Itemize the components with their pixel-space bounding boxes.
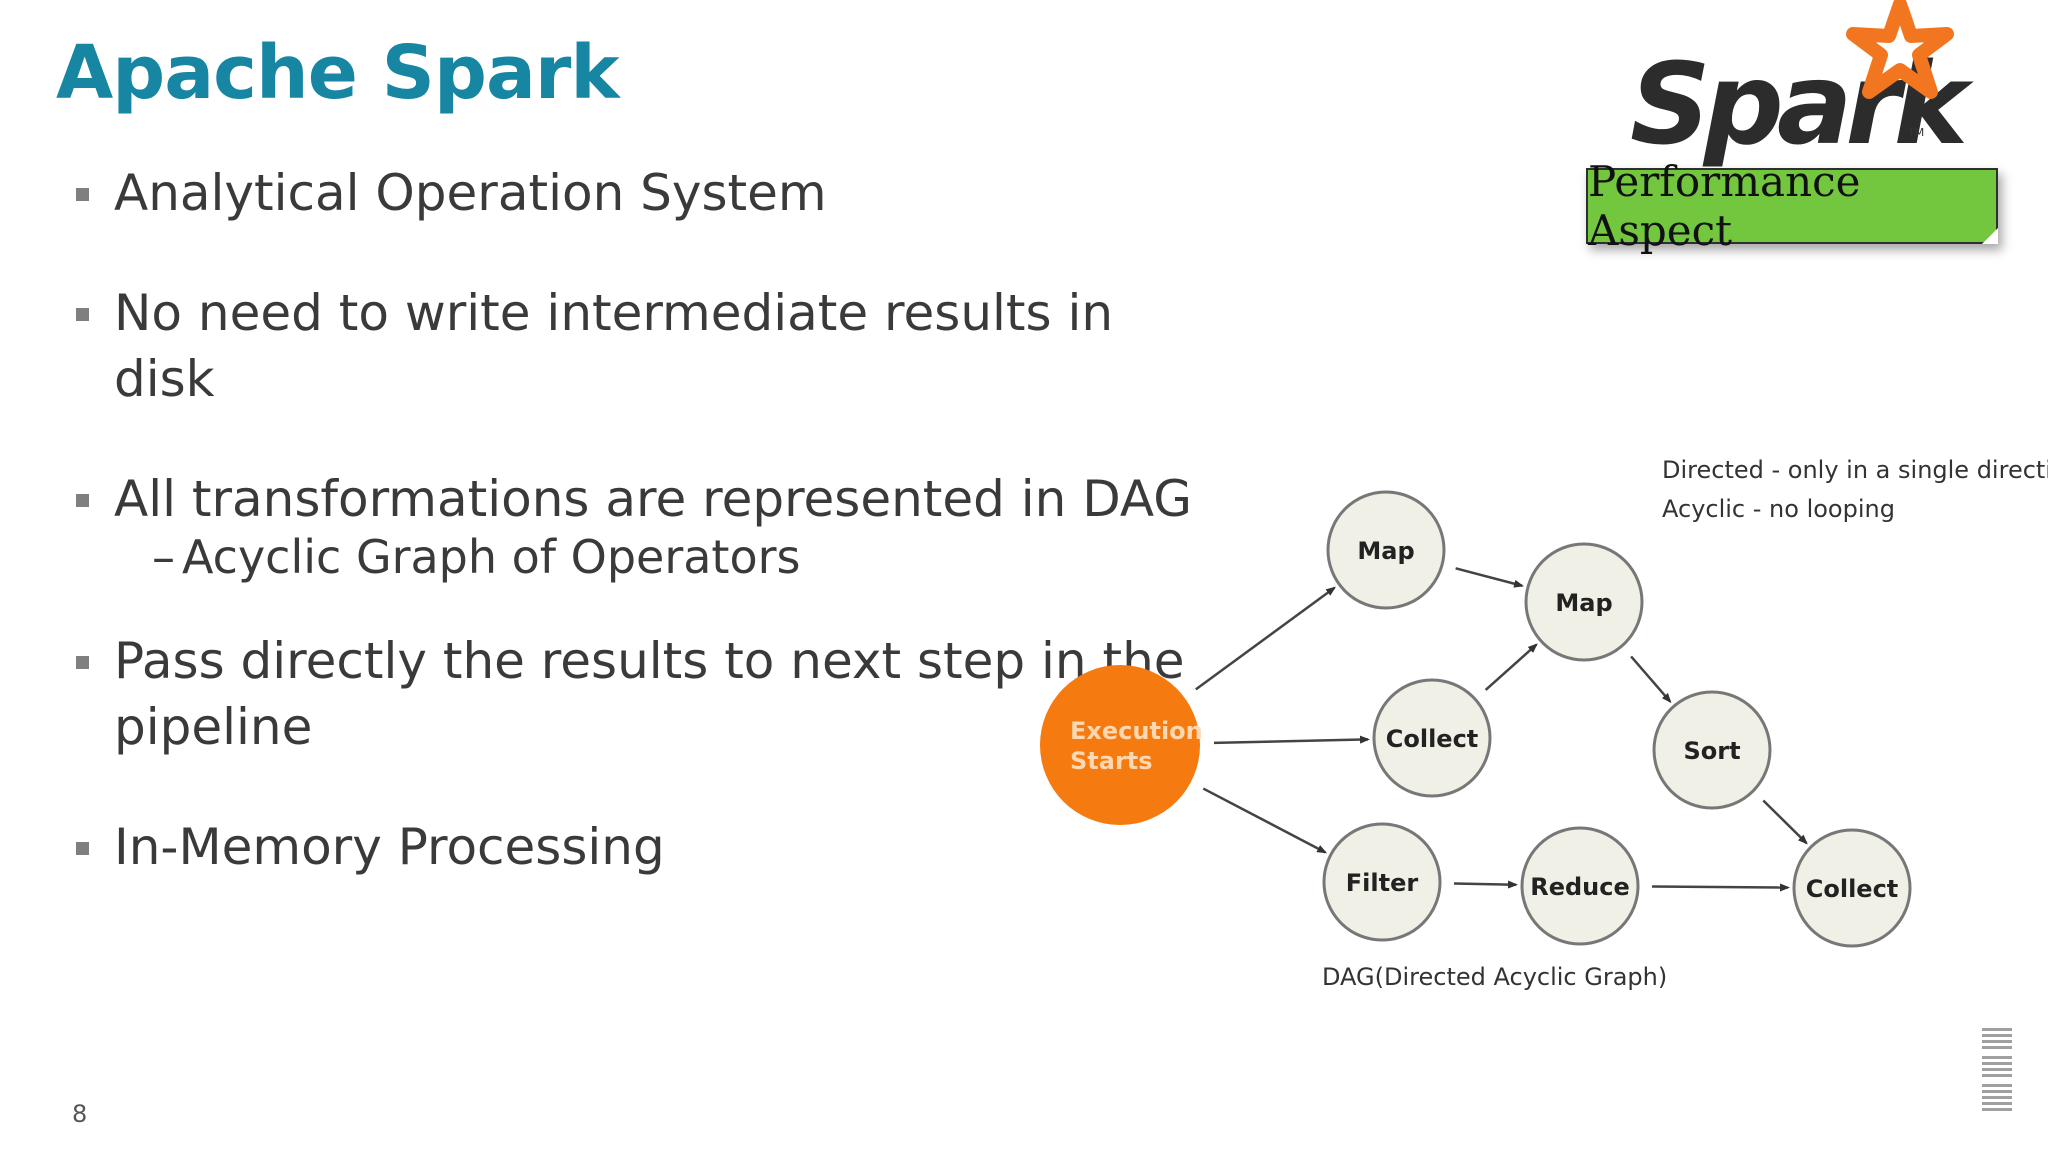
bullet-text: No need to write intermediate results in… bbox=[114, 284, 1114, 408]
dag-node-reduce: Reduce bbox=[1520, 826, 1640, 946]
sub-bullet: –Acyclic Graph of Operators bbox=[152, 530, 801, 584]
dag-node-label: Collect bbox=[1386, 725, 1479, 753]
dag-node-map1: Map bbox=[1326, 490, 1446, 610]
dag-edge-start-collect1 bbox=[1213, 735, 1371, 745]
dag-node-circle bbox=[1322, 822, 1442, 942]
trademark-mark: TM bbox=[1908, 126, 1925, 139]
dag-edge-reduce-collect2 bbox=[1651, 883, 1791, 892]
dag-edges bbox=[1195, 567, 1808, 892]
dag-node-label: Starts bbox=[1070, 747, 1153, 775]
dag-node-circle bbox=[1520, 826, 1640, 946]
bullet-text: Pass directly the results to next step i… bbox=[114, 632, 1185, 756]
bullet-item: No need to write intermediate results in… bbox=[76, 280, 1216, 412]
dag-caption: DAG(Directed Acyclic Graph) bbox=[1322, 963, 1667, 991]
dag-node-circle bbox=[1040, 665, 1200, 825]
badge-fold bbox=[1982, 228, 1998, 244]
dag-node-circle bbox=[1524, 542, 1644, 662]
spark-star-icon bbox=[1846, 0, 1954, 99]
dag-node-label: Filter bbox=[1346, 869, 1419, 897]
dag-edge-collect1-map2 bbox=[1484, 643, 1538, 691]
dag-node-circle bbox=[1792, 828, 1912, 948]
bullet-item: In-Memory Processing bbox=[76, 814, 1216, 880]
dag-node-circle bbox=[1372, 678, 1492, 798]
dag-node-circle bbox=[1326, 490, 1446, 610]
bullet-item: Pass directly the results to next step i… bbox=[76, 628, 1216, 760]
bullet-text: All transformations are represented in D… bbox=[114, 470, 1192, 528]
dag-node-label: Sort bbox=[1683, 737, 1740, 765]
bullet-text: In-Memory Processing bbox=[114, 818, 665, 876]
sub-bullet-text: Acyclic Graph of Operators bbox=[182, 530, 801, 584]
dag-node-label: Collect bbox=[1806, 875, 1899, 903]
dag-edge-map2-sort bbox=[1630, 655, 1672, 704]
bullet-item: Analytical Operation System bbox=[76, 160, 1216, 226]
slide-number: 8 bbox=[72, 1100, 88, 1128]
dag-node-collect2: Collect bbox=[1792, 828, 1912, 948]
dag-node-label: Execution bbox=[1070, 717, 1203, 745]
dag-node-circle bbox=[1652, 690, 1772, 810]
dag-node-label: Map bbox=[1555, 589, 1612, 617]
dag-node-label: Reduce bbox=[1530, 873, 1630, 901]
slide-title: Apache Spark bbox=[56, 30, 620, 116]
ibm-logo-icon bbox=[1982, 1028, 2012, 1111]
bullet-list: Analytical Operation System No need to w… bbox=[76, 160, 1216, 934]
dag-edge-start-map1 bbox=[1195, 586, 1336, 691]
dag-edge-map1-map2 bbox=[1455, 567, 1525, 588]
dag-note-directed: Directed - only in a single direction bbox=[1662, 456, 2048, 484]
spark-wordmark: Spark bbox=[1630, 40, 1968, 170]
spark-logo: Spark TM bbox=[1630, 0, 1968, 170]
dag-edge-start-filter bbox=[1202, 787, 1328, 854]
bullet-item: All transformations are represented in D… bbox=[76, 466, 1216, 586]
bullet-text: Analytical Operation System bbox=[114, 164, 827, 222]
dag-node-label: Map bbox=[1357, 537, 1414, 565]
dag-node-sort: Sort bbox=[1652, 690, 1772, 810]
badge-label: Performance Aspect bbox=[1588, 157, 1861, 255]
dag-node-collect1: Collect bbox=[1372, 678, 1492, 798]
performance-aspect-badge: Performance Aspect bbox=[1586, 157, 1998, 255]
dag-node-map2: Map bbox=[1524, 542, 1644, 662]
dag-note-acyclic: Acyclic - no looping bbox=[1662, 495, 1895, 523]
dag-edge-sort-collect2 bbox=[1762, 799, 1808, 845]
dag-edge-filter-reduce bbox=[1453, 880, 1519, 889]
dag-node-filter: Filter bbox=[1322, 822, 1442, 942]
